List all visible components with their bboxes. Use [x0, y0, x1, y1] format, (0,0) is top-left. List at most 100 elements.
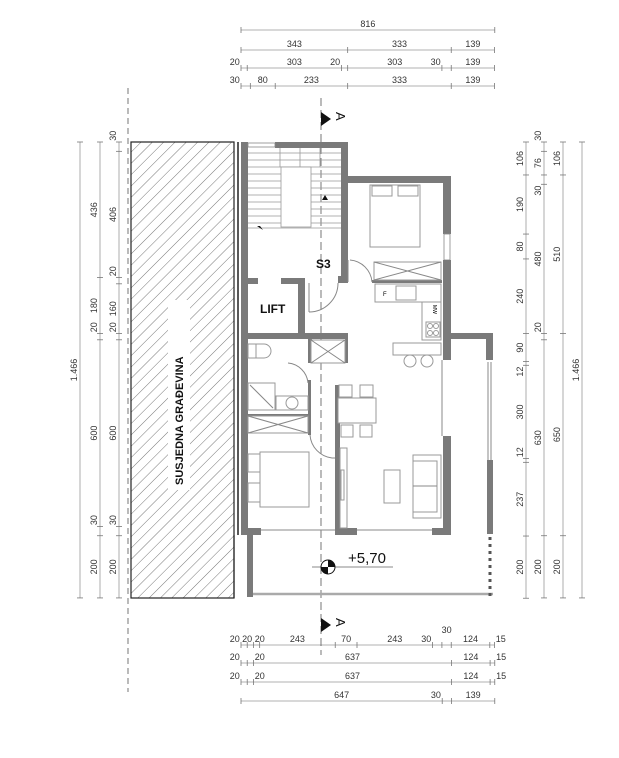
section-label-top: A: [333, 112, 348, 121]
dimension-label: 139: [465, 75, 480, 85]
tv-cabinet: [339, 447, 348, 529]
wardrobe-master: [373, 261, 442, 281]
dimension-label: 20: [255, 671, 265, 681]
dimension-label: 90: [515, 343, 525, 353]
stair-door[interactable]: [308, 282, 339, 313]
dimension-label: 30: [108, 515, 118, 525]
dimension-label: 106: [552, 151, 562, 166]
kitchen-counter: [374, 283, 442, 341]
dimension-label: 12: [515, 447, 525, 457]
dimension-label: 480: [533, 251, 543, 266]
elevation-label: +5,70: [348, 550, 386, 567]
dimension-label: 30: [89, 515, 99, 525]
dimension-label: 124: [463, 634, 478, 644]
dimension-label: 80: [258, 75, 268, 85]
dimension-label: 600: [108, 426, 118, 441]
dimension-label: 30: [533, 131, 543, 141]
dimension-label: 200: [552, 559, 562, 574]
room-label-stair: S3: [316, 257, 331, 271]
dimension-label: 180: [89, 298, 99, 313]
dimension-label: 303: [287, 57, 302, 67]
stair-up-arrow-icon: [322, 195, 328, 200]
dimension-label: 30: [431, 57, 441, 67]
section-marker-bottom-icon: [321, 618, 331, 632]
dimension-label: 106: [515, 151, 525, 166]
dimension-label: 200: [533, 559, 543, 574]
dimension-label: 12: [515, 367, 525, 377]
dimension-label: 650: [552, 427, 562, 442]
dimension-label: 1.466: [69, 359, 79, 382]
staircase: [248, 148, 341, 229]
dimension-label: 200: [515, 560, 525, 575]
dimension-label: 160: [108, 301, 118, 316]
fridge-label: F: [383, 292, 387, 298]
dimension-label: 233: [304, 75, 319, 85]
bathroom-fixtures: [247, 343, 309, 411]
wardrobe-bedroom2: [247, 415, 309, 434]
dimension-label: 20: [108, 266, 118, 276]
dimension-label: 637: [345, 671, 360, 681]
dimension-label: 333: [392, 75, 407, 85]
dimension-label: 30: [533, 186, 543, 196]
dimension-label: 20: [255, 652, 265, 662]
dimension-label: 333: [392, 39, 407, 49]
dimension-label: 243: [387, 634, 402, 644]
bed-bedroom2: [247, 451, 310, 508]
dimension-label: 30: [108, 131, 118, 141]
dimension-label: 637: [345, 652, 360, 662]
kitchen-island: [392, 342, 442, 368]
dimension-label: 70: [341, 634, 351, 644]
dimension-label: 20: [89, 322, 99, 332]
dimension-label: 20: [230, 634, 240, 644]
dimension-label: 240: [515, 289, 525, 304]
dimension-label: 20: [230, 652, 240, 662]
dimension-label: 20: [108, 322, 118, 332]
dimension-label: 30: [421, 634, 431, 644]
dimension-label: 20: [242, 634, 252, 644]
dimension-label: 300: [515, 404, 525, 419]
stair-down-arrow-icon: [257, 226, 263, 230]
dimension-label: 630: [533, 430, 543, 445]
dimension-label: 510: [552, 247, 562, 262]
dimension-label: 20: [330, 57, 340, 67]
dimension-label: 20: [230, 671, 240, 681]
dimension-label: 20: [533, 322, 543, 332]
dimension-label: 124: [463, 671, 478, 681]
dimension-label: 15: [496, 652, 506, 662]
bedroom2-door[interactable]: [309, 434, 335, 459]
service-shaft: [310, 339, 346, 364]
dimension-label: 190: [515, 197, 525, 212]
dimension-label: 30: [442, 625, 452, 635]
dimension-label: 436: [89, 202, 99, 217]
dimension-label: 76: [533, 158, 543, 168]
dimension-label: 647: [334, 690, 349, 700]
dining-set: [337, 384, 377, 438]
walls: [241, 142, 493, 597]
section-label-bottom: A: [333, 618, 348, 627]
dimension-label: 343: [287, 39, 302, 49]
elevation-marker-icon: [312, 559, 393, 575]
dimension-label: 406: [108, 207, 118, 222]
sofa: [412, 454, 442, 519]
dimension-label: 600: [89, 426, 99, 441]
neighbor-building-label: SUSJEDNA GRAĐEVINA: [174, 356, 186, 485]
neighbor-label-bg: [168, 300, 190, 490]
dimension-label: 15: [496, 671, 506, 681]
dimension-label: 80: [515, 241, 525, 251]
coffee-table: [383, 469, 401, 504]
dimension-label: 200: [89, 559, 99, 574]
dimension-label: 15: [496, 634, 506, 644]
bed-master: [369, 184, 421, 248]
bedroom-door[interactable]: [347, 259, 373, 283]
dimension-label: 237: [515, 492, 525, 507]
dimension-label: 303: [387, 57, 402, 67]
dimension-label: 816: [360, 19, 375, 29]
microwave-label: MW: [431, 305, 437, 314]
dimension-label: 124: [463, 652, 478, 662]
dimension-label: 30: [431, 690, 441, 700]
dimension-label: 30: [230, 75, 240, 85]
dimension-lines: 816 343 333 139 20 303 20 303 30 139 30 80 233 333 139…: [69, 19, 585, 704]
dimension-label: 139: [465, 39, 480, 49]
dimension-label: 139: [465, 57, 480, 67]
